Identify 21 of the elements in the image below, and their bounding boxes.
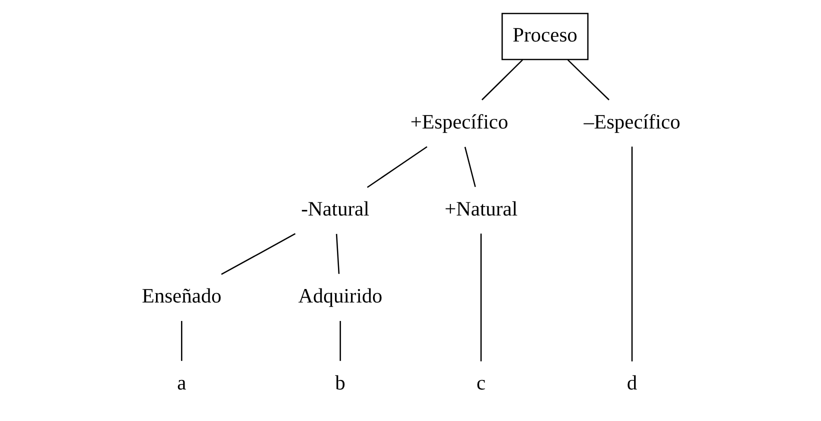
node-text: Enseñado	[141, 285, 221, 308]
connector	[464, 146, 476, 188]
node-box: Proceso	[501, 12, 588, 60]
node-text: b	[334, 372, 345, 394]
node-text: Adquirido	[298, 285, 382, 308]
node-text: -Natural	[300, 198, 369, 220]
connector	[339, 320, 340, 361]
connector	[481, 60, 522, 100]
node-text: +Natural	[444, 198, 518, 220]
connector	[566, 60, 609, 100]
connector	[335, 234, 340, 274]
connector	[220, 233, 296, 275]
node-text: –Específico	[583, 111, 680, 134]
node-text: c	[476, 372, 486, 394]
node-text: +Específico	[410, 111, 508, 134]
connector	[366, 146, 427, 188]
node-text: d	[626, 372, 637, 394]
connector	[630, 146, 632, 362]
connector	[480, 234, 482, 362]
node-text: a	[176, 372, 186, 394]
connector	[180, 320, 182, 361]
